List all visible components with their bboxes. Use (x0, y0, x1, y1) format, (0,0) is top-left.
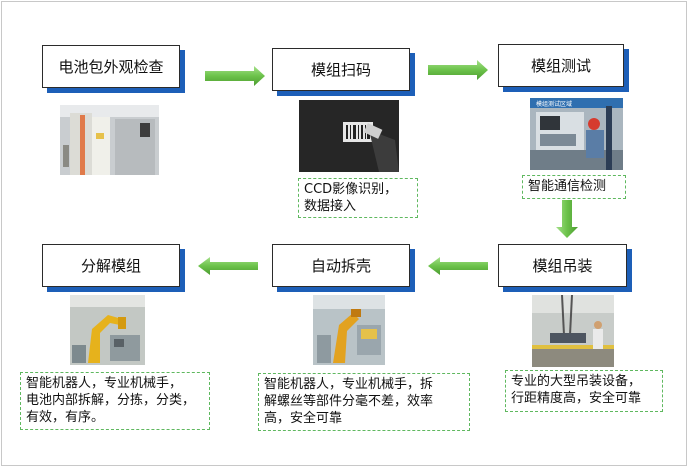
note-module-disassembly: 智能机器人，专业机械手， 电池内部拆解，分拣，分类， 有效，有序。 (20, 372, 210, 430)
step-label: 电池包外观检查 (58, 58, 164, 76)
note-line: 行距精度高，安全可靠 (511, 391, 642, 406)
photo-module-hoist (532, 295, 614, 367)
step-label: 模组扫码 (310, 61, 371, 79)
test-station-image: 模组测试区域 (530, 98, 623, 170)
step-label: 分解模组 (80, 257, 141, 275)
disassembly-robot-image (70, 295, 145, 365)
arrow-right-2 (428, 60, 488, 80)
arrow-right-1 (205, 66, 265, 86)
photo-module-test: 模组测试区域 (530, 98, 623, 170)
note-line: 专业的大型吊装设备， (511, 374, 642, 389)
note-auto-unshell: 智能机器人，专业机械手，拆 解螺丝等部件分毫不差，效率 高，安全可靠 (258, 373, 470, 431)
inspection-line-image (60, 105, 159, 175)
barcode-scanner-image (299, 100, 399, 172)
step-label: 模组测试 (530, 57, 591, 75)
photo-module-disassembly (70, 295, 145, 365)
hoist-equipment-image (532, 295, 614, 367)
note-line: 智能通信检测 (528, 179, 607, 194)
test-station-sign: 模组测试区域 (536, 100, 572, 108)
step-auto-unshell: 自动拆壳 (272, 244, 410, 287)
note-line: 电池内部拆解，分拣，分类， (26, 393, 196, 408)
arrow-left-2 (198, 257, 258, 275)
note-line: 解螺丝等部件分毫不差，效率 (264, 394, 434, 409)
step-module-disassembly: 分解模组 (42, 244, 180, 287)
unshell-robot-image (313, 295, 385, 365)
step-module-hoist: 模组吊装 (498, 244, 627, 287)
photo-battery-pack-inspection (60, 105, 159, 175)
arrow-left-1 (428, 257, 488, 275)
note-module-scan: CCD影像识别， 数据接入 (298, 178, 418, 218)
note-module-test: 智能通信检测 (522, 175, 626, 199)
note-line: 有效，有序。 (26, 410, 105, 425)
note-module-hoist: 专业的大型吊装设备， 行距精度高，安全可靠 (505, 370, 663, 412)
note-line: 智能机器人，专业机械手，拆 (264, 377, 434, 392)
note-line: CCD影像识别， (304, 182, 398, 197)
note-line: 数据接入 (304, 199, 357, 214)
photo-module-scan (299, 100, 399, 172)
photo-auto-unshell (313, 295, 385, 365)
step-label: 自动拆壳 (310, 257, 371, 275)
note-line: 高，安全可靠 (264, 411, 343, 426)
step-module-test: 模组测试 (498, 44, 624, 87)
note-line: 智能机器人，专业机械手， (26, 376, 183, 391)
step-module-scan: 模组扫码 (272, 48, 410, 91)
arrow-down-1 (556, 200, 578, 238)
step-battery-pack-inspection: 电池包外观检查 (42, 45, 180, 88)
step-label: 模组吊装 (532, 257, 593, 275)
